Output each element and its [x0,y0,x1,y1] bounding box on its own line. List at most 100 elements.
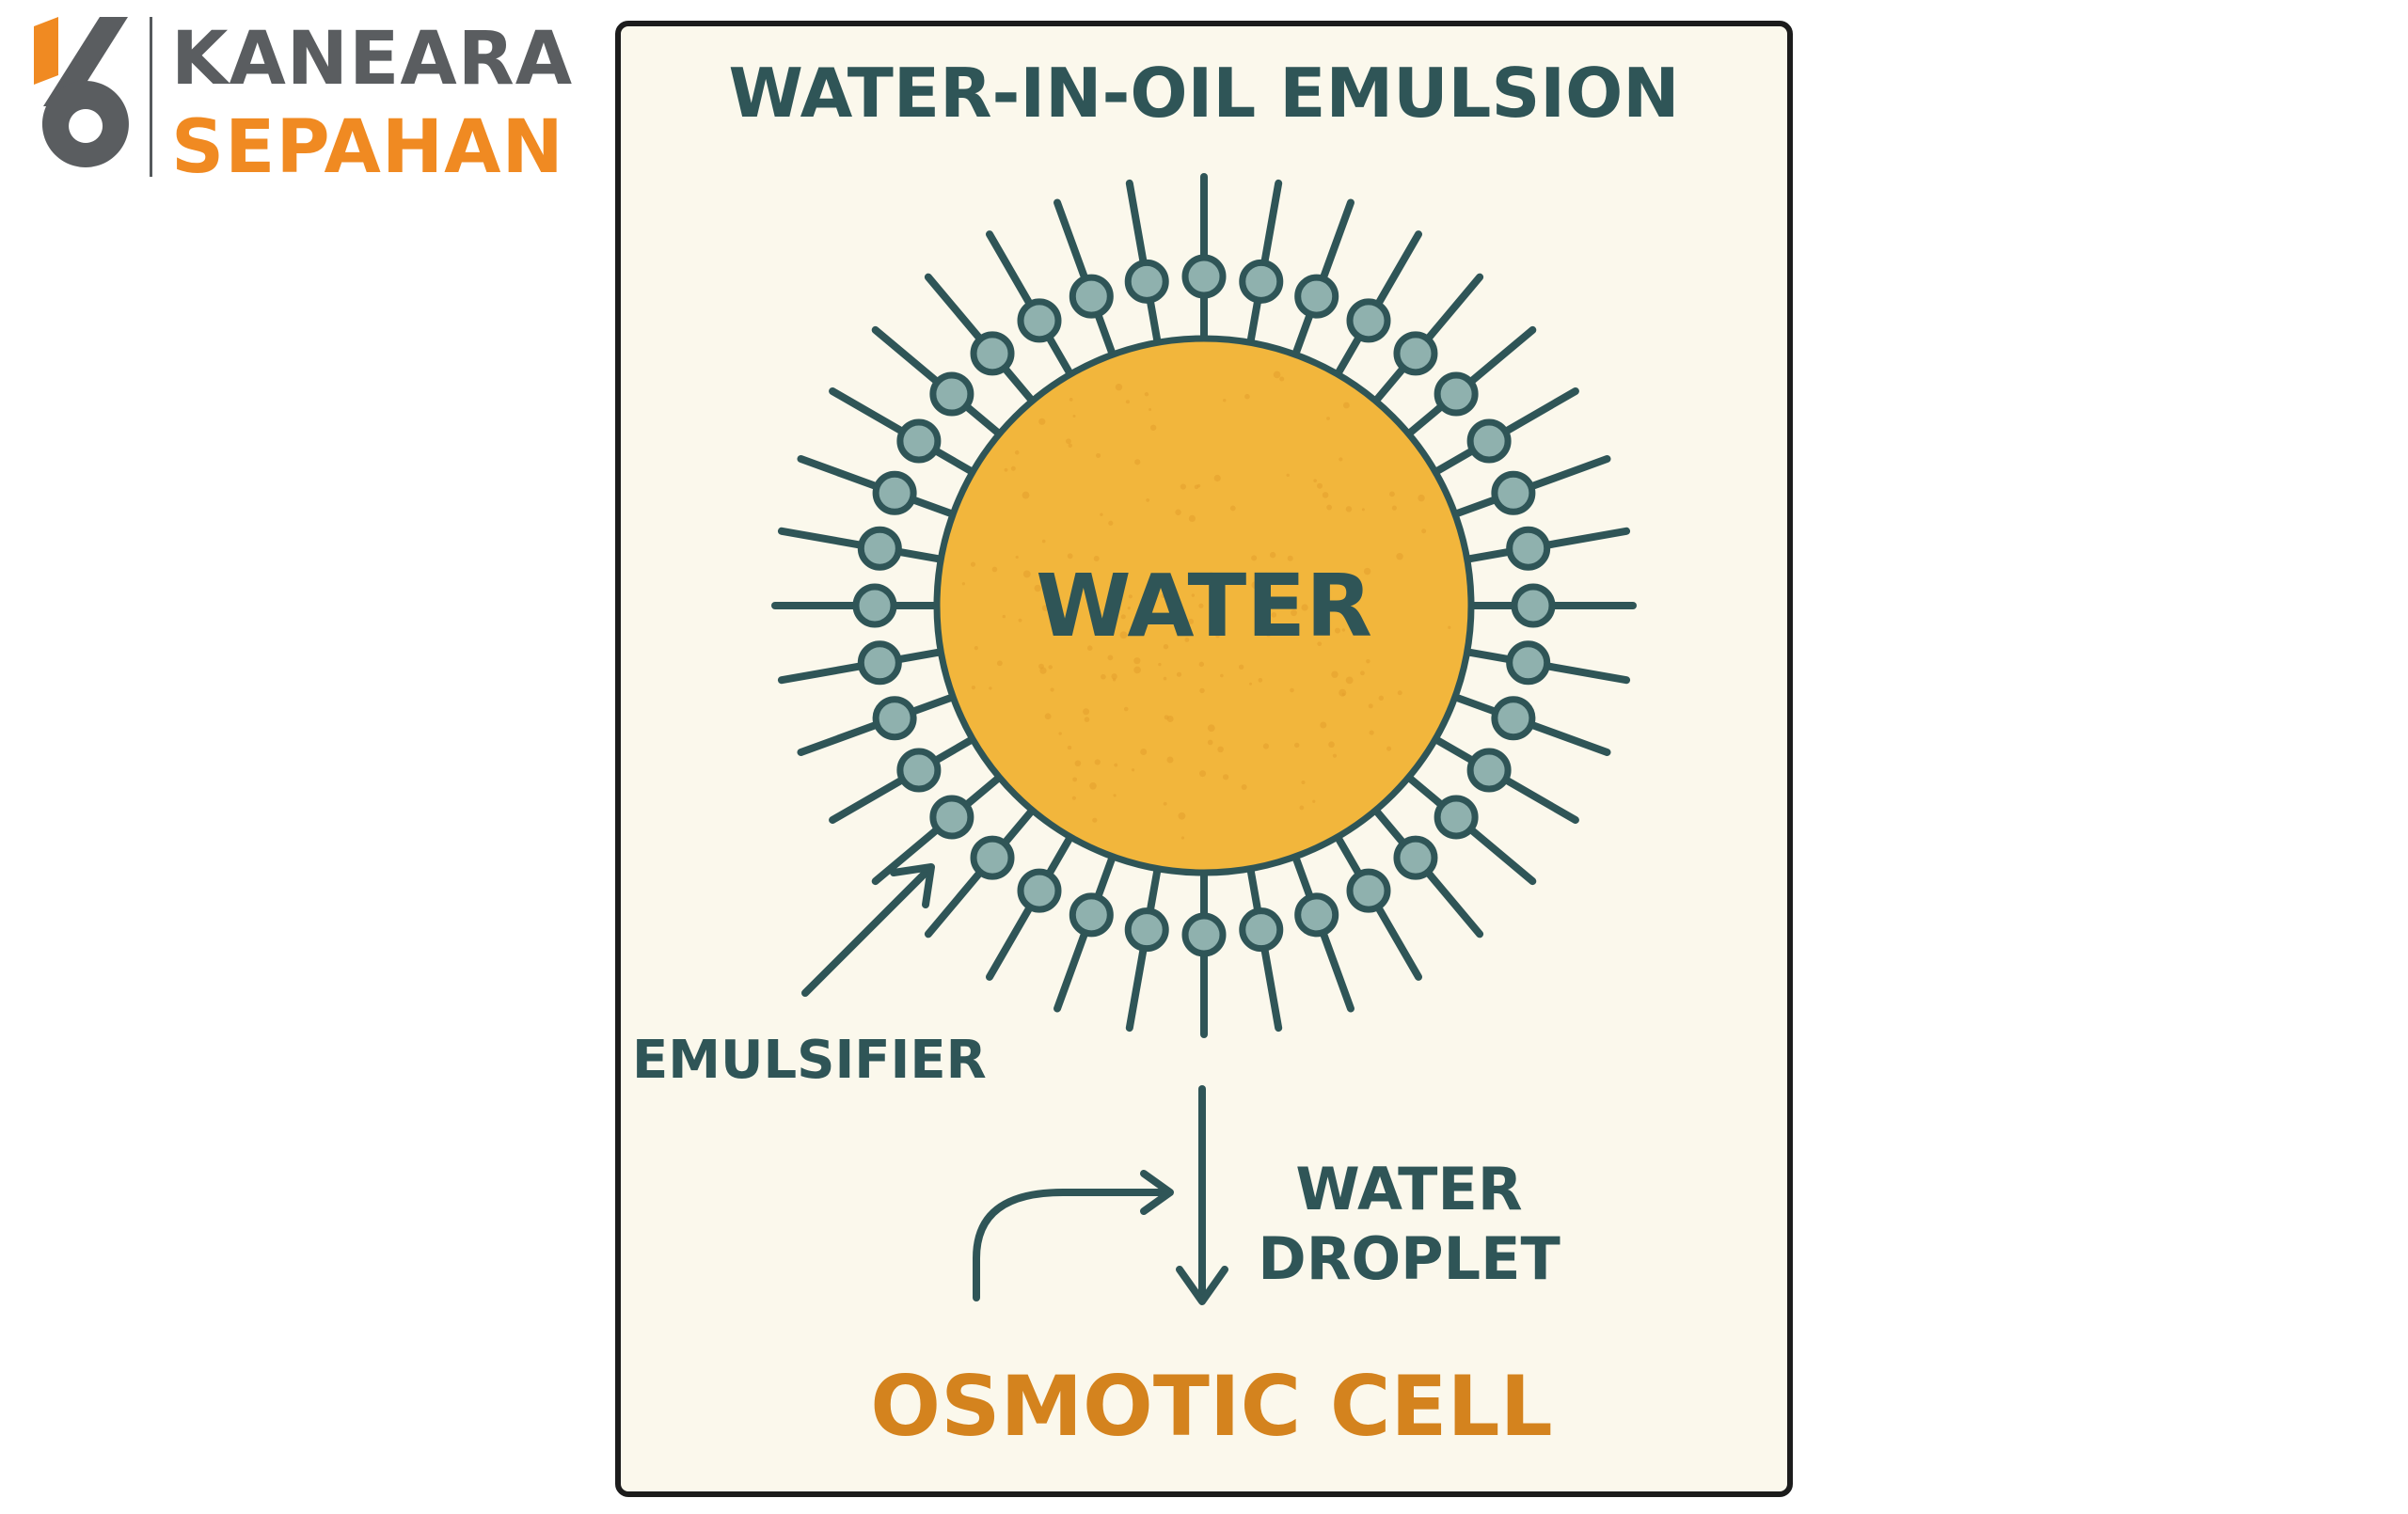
droplet-speckle [1213,474,1221,482]
droplet-speckle [1366,658,1370,664]
droplet-speckle [1332,753,1338,758]
droplet-speckle [1133,657,1141,665]
droplet-speckle [1068,443,1072,448]
droplet-speckle [1058,732,1062,735]
emulsifier-head [896,748,942,793]
droplet-speckle [1114,763,1118,767]
droplet-speckle [1344,581,1352,589]
droplet-speckle [1004,467,1008,472]
droplet-speckle [1271,612,1277,618]
droplet-speckle [1360,670,1365,676]
company-logo: KANEARA SEPAHAN [34,17,572,188]
droplet-speckle [1320,721,1327,729]
logo-word-sepahan: SEPAHAN [171,105,564,190]
emulsifier-head [1346,868,1391,913]
droplet-speckle [1343,402,1350,409]
droplet-speckle [1418,494,1425,502]
osmotic-cell-label: OSMOTIC CELL [870,1358,1552,1455]
droplet-speckle [1092,817,1098,823]
emulsifier-head [872,696,917,741]
droplet-speckle [1140,749,1148,756]
droplet-speckle [1018,618,1022,623]
droplet-speckle [1022,491,1030,499]
droplet-speckle [1071,796,1076,800]
droplet-speckle [1134,459,1141,465]
down-arrow-head [1176,1266,1228,1305]
droplet-label: WATER [1036,556,1372,656]
droplet-speckle [1448,625,1451,629]
droplet-speckle [1266,633,1271,638]
droplet-speckle [961,582,966,586]
droplet-speckle [1069,397,1073,402]
emulsifier-head [1069,892,1114,938]
droplet-speckle [1115,383,1123,391]
droplet-speckle [1180,836,1185,840]
droplet-speckle [1369,730,1374,735]
droplet-speckle [1072,415,1076,418]
droplet-speckle [1163,801,1167,806]
droplet-speckle [1188,514,1196,522]
diagram-title: WATER-IN-OIL EMULSION [728,54,1679,133]
droplet-speckle [1041,539,1046,544]
droplet-speckle [1161,593,1165,598]
droplet-speckle [1301,604,1308,611]
emulsifier-head [857,640,902,686]
droplet-speckle [1334,627,1340,634]
droplet-speckle [1290,687,1294,693]
emulsifier-head [1393,835,1438,880]
droplet-speckle [1229,505,1236,512]
droplet-speckle [1010,465,1016,471]
emulsifier-head [1069,274,1114,319]
emulsifier-head [1124,259,1169,304]
droplet-speckle [1113,794,1117,797]
droplet-speckle [1391,505,1397,511]
droplet-speckle [1111,673,1117,680]
droplet-speckle [1066,438,1071,445]
emulsifier-head [929,795,974,840]
emulsifier-head [1491,696,1536,741]
emulsifier-arrow-line [801,865,933,997]
droplet-speckle [1175,509,1181,515]
droplet-speckle [1326,417,1330,420]
droplet-speckle [1074,760,1082,767]
droplet-speckle [1163,676,1167,681]
droplet-speckle [1034,584,1041,592]
droplet-speckle [1220,673,1224,678]
droplet-speckle [1341,628,1346,632]
droplet-speckle [1262,743,1270,749]
droplet-speckle [1067,745,1072,750]
droplet-speckle [1194,484,1199,490]
logo-mark-orange-stroke [34,17,58,85]
droplet-speckle [1128,594,1133,599]
logo-word-kaneara: KANEARA [171,17,574,102]
droplet-speckle [1244,393,1250,400]
droplet-speckle [1332,603,1339,608]
droplet-speckle [970,561,976,567]
droplet-speckle [1223,774,1229,781]
droplet-speckle [1093,556,1100,562]
droplet-speckle [974,645,978,651]
droplet-speckle [1022,570,1031,578]
emulsifier-head [1239,259,1284,304]
droplet-speckle [1294,742,1300,749]
droplet-speckle [1215,634,1220,639]
droplet-speckle [1188,618,1195,624]
droplet-texture [961,371,1451,840]
emulsifier-head [852,583,897,628]
droplet-speckle [1273,371,1281,379]
droplet-speckle [1146,498,1150,502]
droplet-caption-line1: WATER [1295,1155,1522,1223]
droplet-speckle [1421,528,1427,534]
droplet-speckle [1131,627,1136,633]
droplet-speckle [1198,661,1205,668]
emulsifier-head [1434,371,1479,417]
droplet-speckle [1207,724,1215,733]
droplet-speckle [1048,665,1053,670]
droplet-speckle [1149,424,1157,431]
droplet-speckle [1241,784,1247,791]
droplet-speckle [1317,641,1323,647]
droplet-speckle [1209,572,1214,577]
droplet-speckle [1217,746,1224,753]
droplet-speckle [1176,671,1182,677]
